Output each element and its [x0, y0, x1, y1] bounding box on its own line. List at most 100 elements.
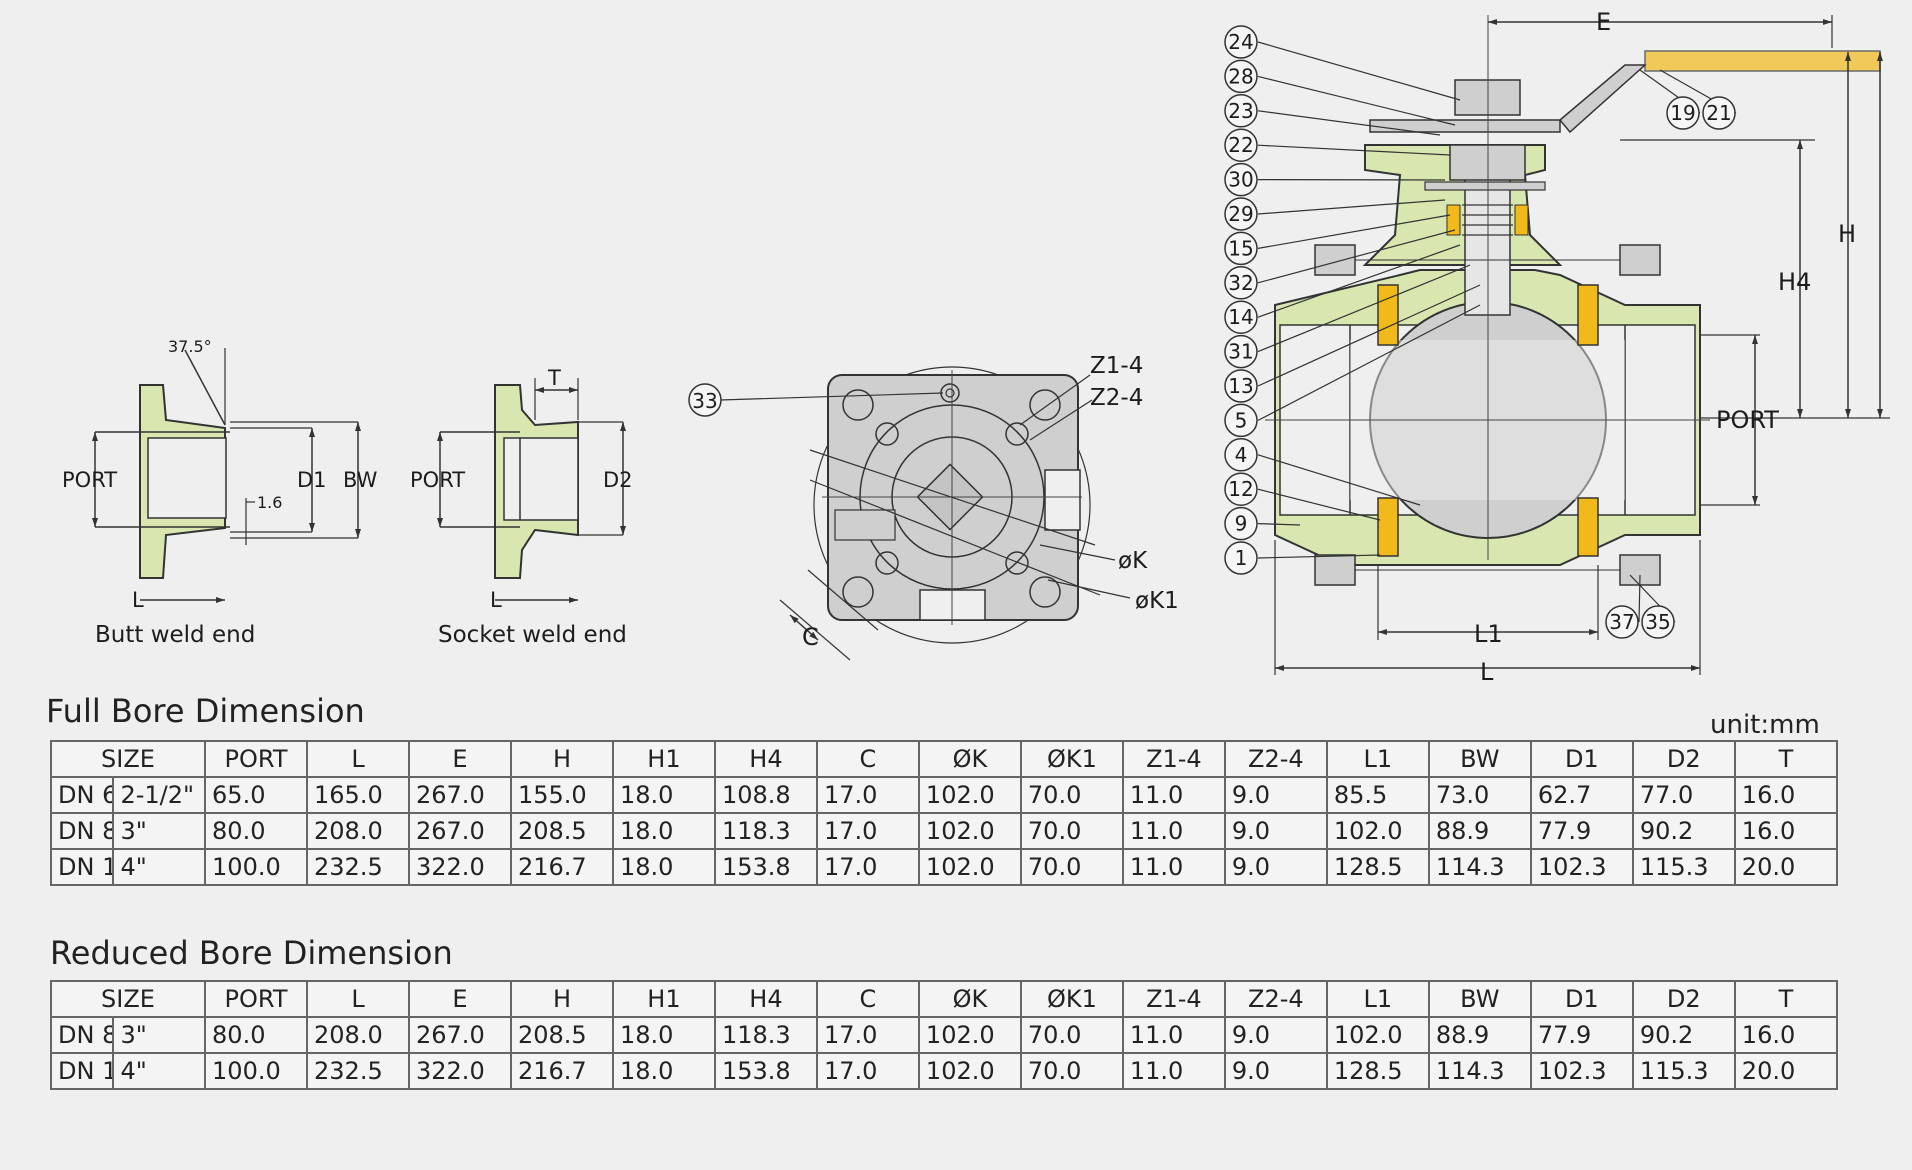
callout-leader: [1257, 75, 1456, 126]
table-cell: 9.0: [1223, 848, 1328, 886]
column-header: L1: [1325, 980, 1430, 1018]
callout-circle: [1224, 369, 1258, 403]
table-cell: 11.0: [1121, 812, 1226, 850]
table-cell: 102.0: [917, 1052, 1022, 1090]
callout-circle: [1224, 541, 1258, 575]
column-header: ØK1: [1019, 980, 1124, 1018]
table-cell: 17.0: [815, 1016, 920, 1054]
table-cell: 208.0: [306, 812, 410, 850]
table-cell: 17.0: [815, 812, 920, 850]
table-cell: 9.0: [1223, 1016, 1328, 1054]
section-l1-label: L1: [1474, 620, 1503, 648]
column-header: Z2-4: [1223, 740, 1328, 778]
table-cell: 3": [112, 812, 207, 850]
table-cell: 2-1/2": [112, 776, 207, 814]
callout-4: 4: [1235, 443, 1248, 467]
table-cell: 16.0: [1733, 776, 1839, 814]
callout-leader: [1257, 144, 1451, 156]
valve-drawing: 37.5° PORT D1 BW 1.6 L Butt weld end POR…: [62, 8, 1890, 686]
callout-leader: [1257, 214, 1451, 249]
callout-12: 12: [1228, 477, 1253, 501]
butt-weld-caption: Butt weld end: [95, 622, 255, 648]
valve-handle: [1558, 64, 1647, 134]
column-header: H1: [611, 740, 716, 778]
callout-14: 14: [1228, 305, 1253, 329]
table-cell: 90.2: [1631, 812, 1736, 850]
column-header: ØK1: [1019, 740, 1124, 778]
table-cell: 9.0: [1223, 812, 1328, 850]
table-cell: 115.3: [1631, 1052, 1736, 1090]
section-port-label: PORT: [1716, 406, 1779, 434]
column-header: ØK: [917, 980, 1022, 1018]
table-cell: 70.0: [1019, 848, 1124, 886]
column-header: L: [306, 980, 410, 1018]
callout-32: 32: [1228, 271, 1253, 295]
table-cell: 70.0: [1019, 812, 1124, 850]
callout-circle: [1224, 197, 1258, 231]
top-z14-label: Z1-4: [1090, 353, 1143, 379]
table-cell: 70.0: [1019, 1016, 1124, 1054]
table-cell: 16.0: [1733, 812, 1839, 850]
column-header: BW: [1427, 980, 1532, 1018]
table-cell: 208.5: [509, 1016, 614, 1054]
table-cell: 322.0: [408, 1052, 512, 1090]
table-cell: DN 65: [49, 776, 115, 814]
table-cell: 18.0: [611, 848, 716, 886]
socket-d2-label: D2: [603, 468, 633, 492]
top-k-label: øK: [1118, 548, 1148, 574]
column-header: D2: [1631, 740, 1736, 778]
table-cell: 232.5: [306, 1052, 410, 1090]
column-header: T: [1733, 980, 1839, 1018]
table-cell: 11.0: [1121, 1052, 1226, 1090]
table-cell: 9.0: [1223, 776, 1328, 814]
column-header: Z1-4: [1121, 740, 1226, 778]
table-cell: 80.0: [204, 812, 309, 850]
unit-label: unit:mm: [1710, 710, 1820, 740]
column-header: H: [509, 740, 614, 778]
callout-9: 9: [1235, 512, 1248, 536]
bottom-callout-circle: [1605, 605, 1639, 639]
table-cell: 102.3: [1529, 848, 1634, 886]
callout-24: 24: [1228, 30, 1253, 54]
callout-28: 28: [1228, 64, 1253, 88]
callout-1: 1: [1235, 546, 1248, 570]
socket-t-label: T: [547, 366, 561, 390]
column-header: C: [815, 980, 920, 1018]
table-cell: 4": [112, 1052, 207, 1090]
callout-circle: [1224, 472, 1258, 506]
column-header: T: [1733, 740, 1839, 778]
table-cell: 88.9: [1427, 812, 1532, 850]
column-header: Z2-4: [1223, 980, 1328, 1018]
table-cell: DN 80: [49, 1016, 115, 1054]
handle-callout-circle: [1666, 96, 1700, 130]
butt-port-label: PORT: [62, 468, 117, 492]
table-cell: 18.0: [611, 812, 716, 850]
bottom-callout-35: 35: [1645, 610, 1670, 634]
callout-circle: [1224, 300, 1258, 334]
callout-leader: [1257, 304, 1481, 421]
column-header: BW: [1427, 740, 1532, 778]
table-cell: 216.7: [509, 1052, 614, 1090]
bottom-callout-circle: [1641, 605, 1675, 639]
table-cell: 267.0: [408, 1016, 512, 1054]
table-cell: 216.7: [509, 848, 614, 886]
table-row: DN 1004"100.0232.5322.0216.718.0153.817.…: [49, 1052, 1839, 1090]
butt-angle-label: 37.5°: [168, 337, 212, 356]
callout-leader: [1257, 488, 1381, 521]
table-cell: 77.0: [1631, 776, 1736, 814]
butt-d1-label: D1: [297, 468, 327, 492]
callout-15: 15: [1228, 236, 1253, 260]
table-cell: 9.0: [1223, 1052, 1328, 1090]
table-cell: 128.5: [1325, 848, 1430, 886]
table-cell: 155.0: [509, 776, 614, 814]
table-cell: 108.8: [713, 776, 818, 814]
bottom-callout-leader: [1638, 574, 1641, 623]
table-cell: 102.0: [917, 848, 1022, 886]
column-header: E: [408, 980, 512, 1018]
table-cell: 267.0: [408, 812, 512, 850]
table-cell: 70.0: [1019, 1052, 1124, 1090]
callout-leader: [1257, 199, 1446, 215]
